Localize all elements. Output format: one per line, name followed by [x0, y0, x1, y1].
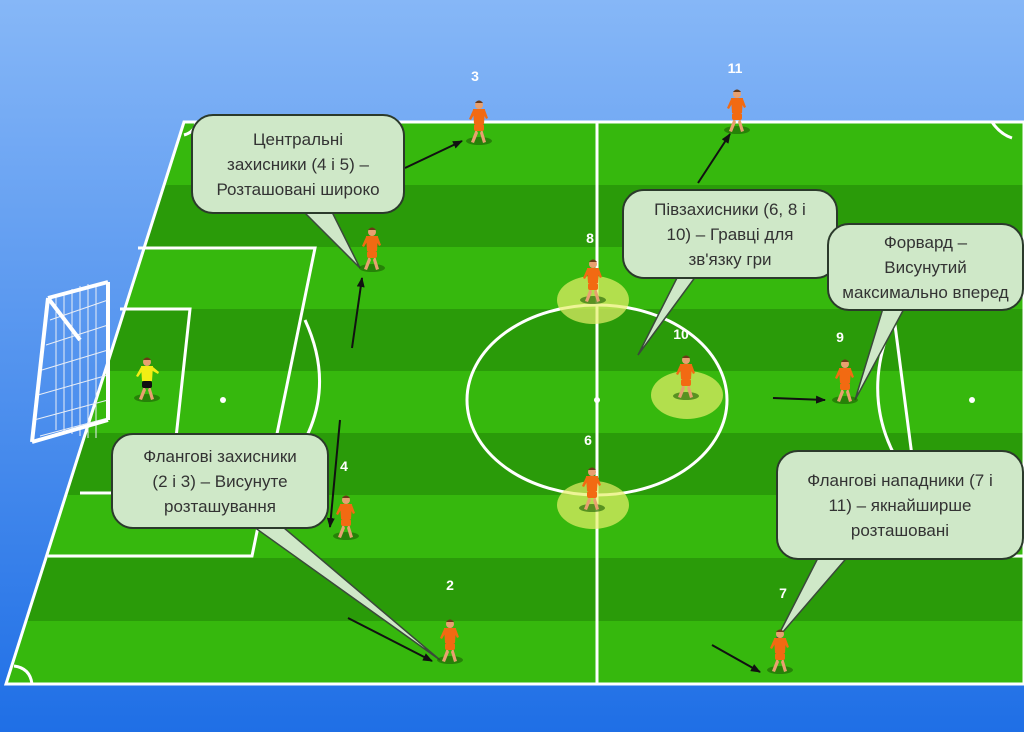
corner-arc-bottom-left [13, 664, 34, 685]
number-4: 4 [340, 458, 348, 474]
arrow-7 [711, 644, 761, 673]
arrow-9 [772, 395, 826, 404]
number-7: 7 [779, 585, 787, 601]
arrow-2 [347, 617, 433, 662]
number-9: 9 [836, 329, 844, 345]
callout-forward: Форвард – Висунутий максимально вперед [827, 223, 1024, 311]
number-10: 10 [673, 326, 689, 342]
number-8: 8 [586, 230, 594, 246]
pitch-boundary [3, 120, 1024, 686]
left-penalty-area [48, 246, 317, 558]
number-11: 11 [728, 60, 743, 76]
arrow-3 [404, 140, 463, 169]
corner-arc-top-right [990, 121, 1013, 140]
left-penalty-spot [220, 397, 226, 403]
centre-spot [594, 397, 600, 403]
callout-midfielders: Півзахисники (6, 8 і 10) – Гравці для зв… [622, 189, 838, 279]
right-penalty-spot [969, 397, 975, 403]
callout-wingers: Флангові нападники (7 і 11) – якнайширше… [776, 450, 1024, 560]
number-6: 6 [584, 432, 592, 448]
number-2: 2 [446, 577, 454, 593]
movement-arrows [326, 133, 826, 673]
callout-fullbacks: Флангові захисники (2 і 3) – Висунуте ро… [111, 433, 329, 529]
number-3: 3 [471, 68, 479, 84]
arrow-5 [351, 277, 365, 349]
goal-net [30, 280, 110, 444]
callout-centre-backs: Центральні захисники (4 і 5) – Розташова… [191, 114, 405, 214]
arrow-4 [326, 419, 341, 528]
goalkeeper [134, 357, 160, 402]
arrow-11 [697, 133, 731, 184]
